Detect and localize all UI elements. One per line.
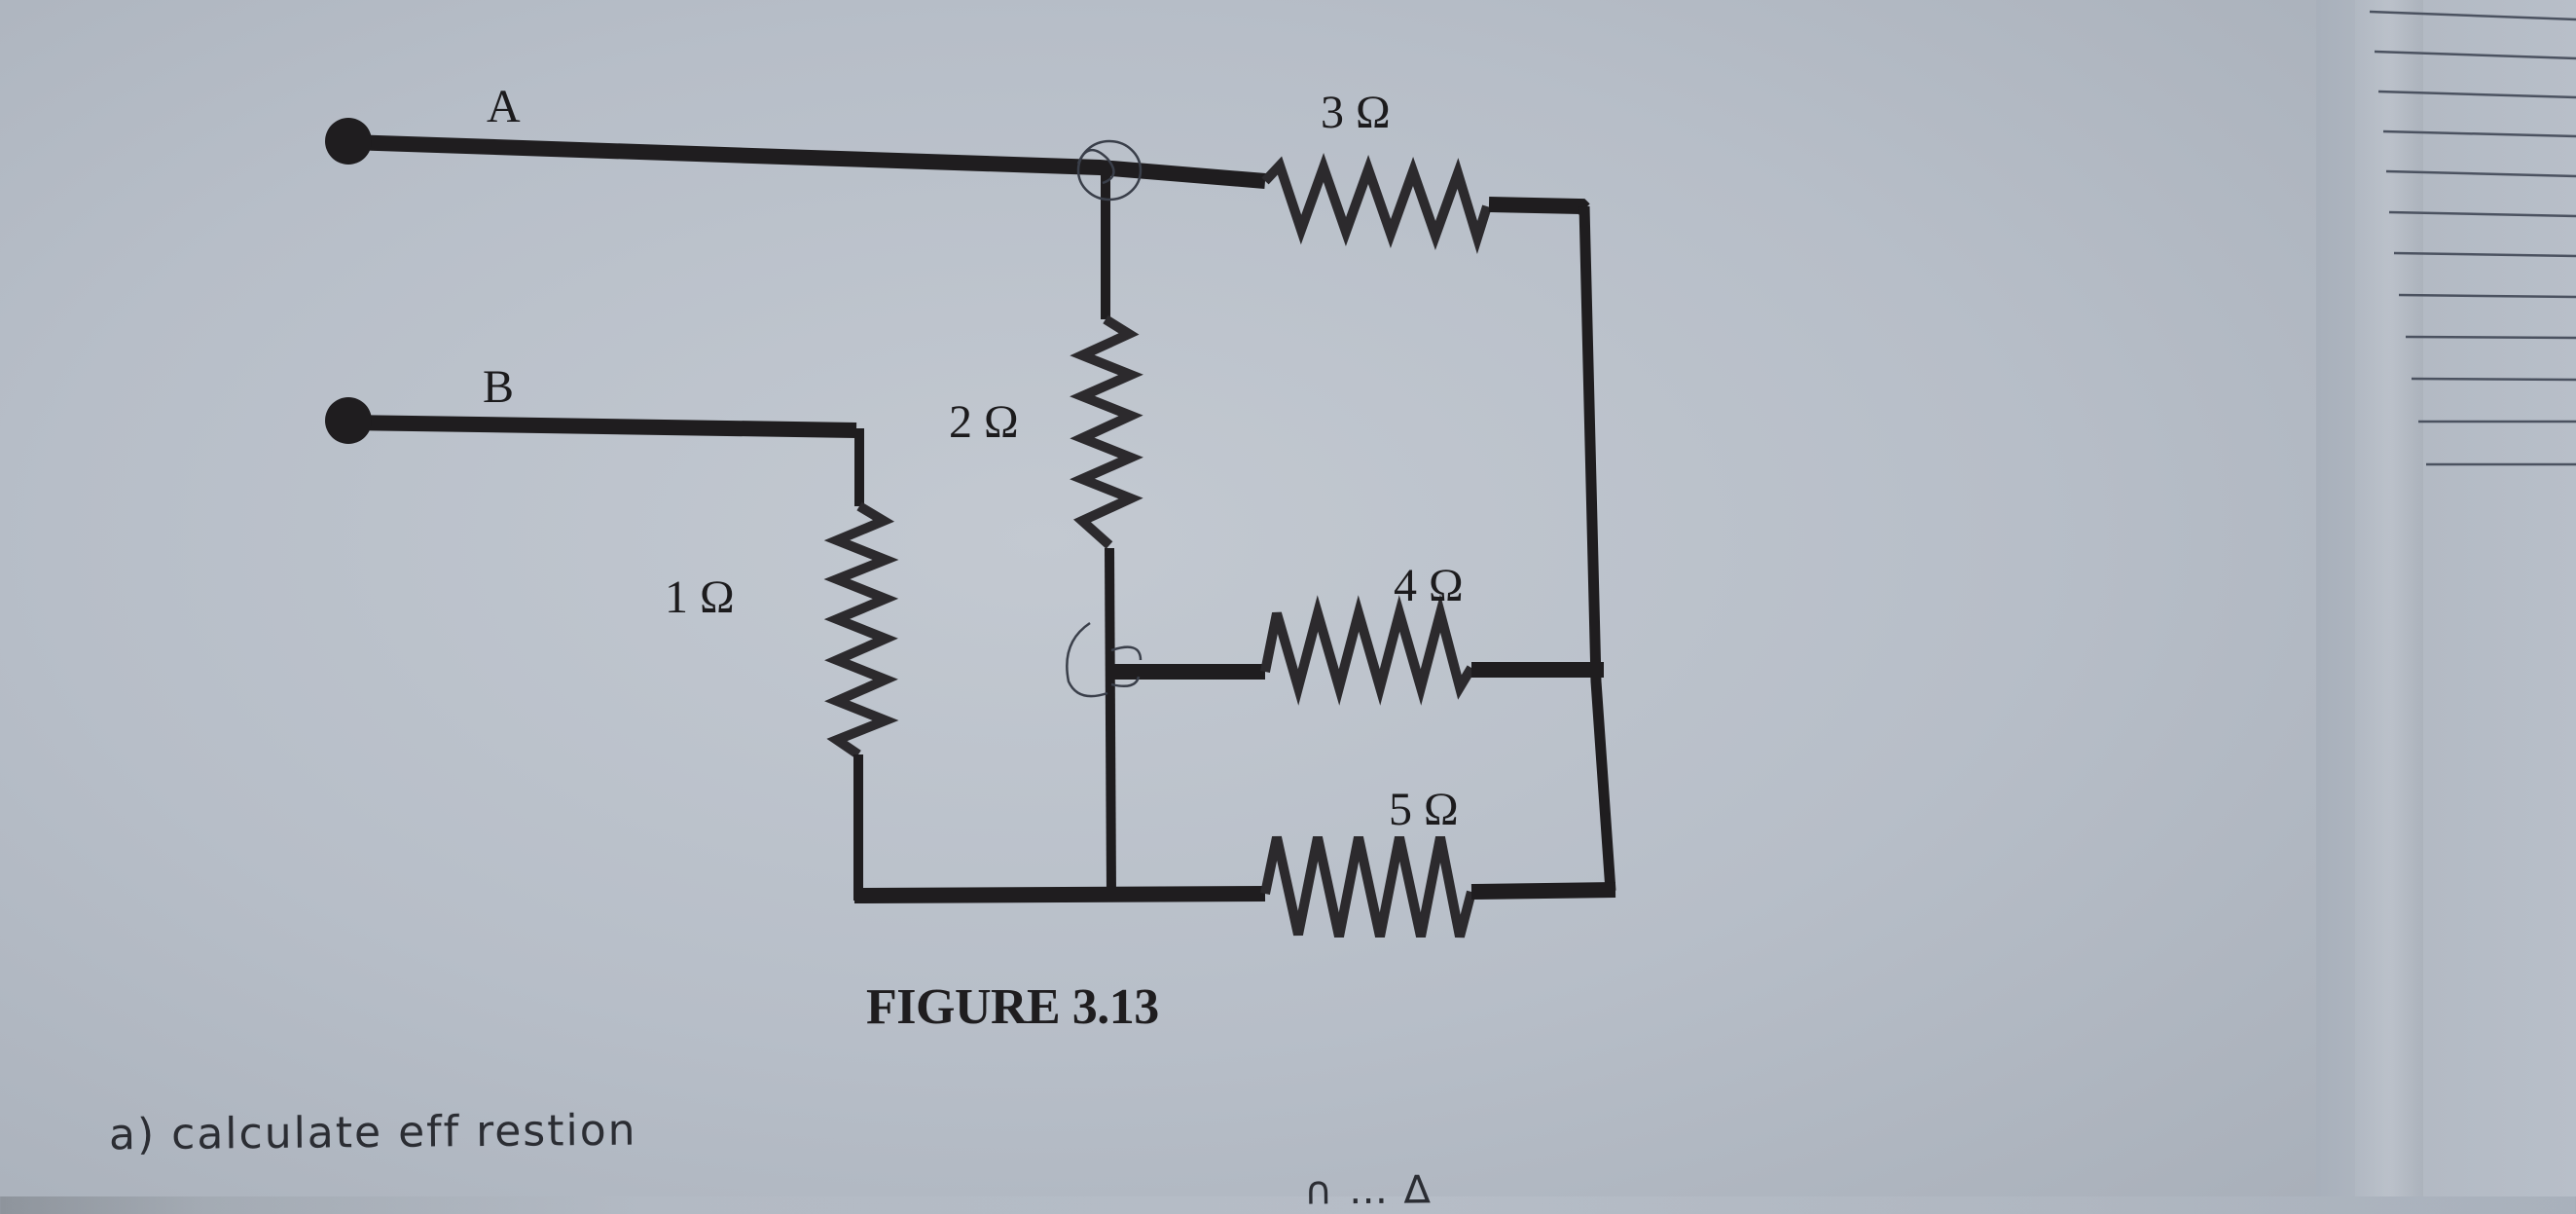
pen-scribble-top	[1076, 149, 1115, 185]
figure-caption: FIGURE 3.13	[866, 979, 1159, 1035]
rule-line	[2393, 251, 2576, 258]
resistor-5-ohm-label: 5 Ω	[1389, 784, 1459, 835]
resistor-4-ohm	[1260, 594, 1476, 706]
rule-line	[2369, 10, 2576, 21]
rule-line	[2385, 169, 2576, 178]
paper-sheet	[0, 0, 2316, 1196]
rule-line	[2398, 293, 2576, 299]
resistor-3-ohm	[1261, 153, 1492, 254]
pen-marks	[1066, 139, 1143, 698]
pen-circle-middle-junction	[1066, 621, 1143, 698]
notebook-rules	[2369, 10, 2576, 466]
resistor-1-ohm	[823, 501, 899, 759]
rule-line	[2388, 210, 2576, 218]
resistor-5-ohm	[1260, 835, 1476, 938]
wire-5-ohm-right	[1470, 882, 1616, 900]
resistor-4-ohm-label: 4 Ω	[1394, 560, 1464, 611]
resistor-3-ohm-label: 3 Ω	[1321, 87, 1391, 138]
wire-a-top	[349, 134, 1266, 189]
resistor-2-ohm	[1070, 314, 1143, 549]
page-fold	[2355, 0, 2423, 1196]
rule-line	[2405, 335, 2576, 340]
terminal-a-label: A	[487, 81, 521, 132]
handwritten-question: a) calculate eff restion	[108, 1105, 637, 1160]
resistor-2-ohm-label: 2 Ω	[949, 396, 1019, 448]
terminal-b-dot	[325, 397, 372, 444]
notebook-page	[2316, 0, 2576, 1196]
rule-line	[2374, 50, 2576, 60]
resistor-1-ohm-label: 1 Ω	[665, 571, 735, 623]
pen-circle-top-junction	[1076, 139, 1143, 202]
rule-line	[2382, 129, 2576, 138]
rule-line	[2377, 90, 2576, 99]
rule-line	[2411, 377, 2576, 382]
handwritten-partial-line: ∩ … ∆	[1303, 1167, 1433, 1214]
wire-right-rail	[1578, 205, 1616, 892]
terminal-a-dot	[325, 118, 372, 165]
wire-middle-vertical	[1105, 547, 1116, 897]
wire-bottom	[853, 886, 1266, 903]
terminal-b-label: B	[483, 361, 515, 413]
wire-3-ohm-right	[1488, 197, 1590, 215]
wire-b	[349, 415, 857, 438]
